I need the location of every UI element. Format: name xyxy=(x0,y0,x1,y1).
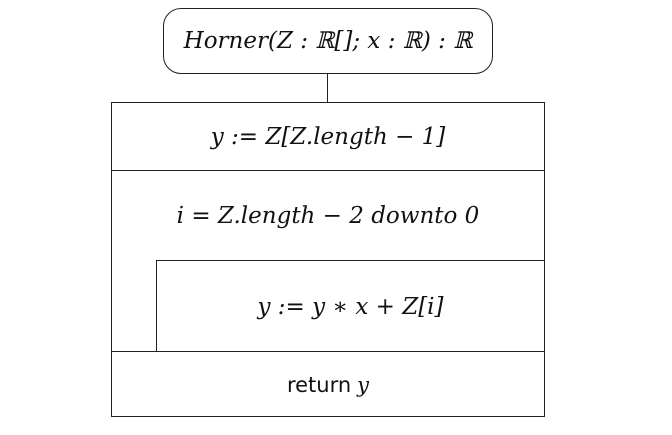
function-name: Horner xyxy=(183,28,268,54)
function-header: Horner(Z : ℝ[]; x : ℝ) : ℝ xyxy=(163,8,493,74)
structogram: y := Z[Z.length − 1] i = Z.length − 2 do… xyxy=(111,102,545,417)
loop-body-statement: y := y ∗ x + Z[i] xyxy=(257,293,444,320)
init-assignment: y := Z[Z.length − 1] xyxy=(210,123,446,150)
loop-header-block: i = Z.length − 2 downto 0 xyxy=(112,171,544,261)
connector-line xyxy=(327,74,328,103)
loop-body-block: y := y ∗ x + Z[i] xyxy=(156,260,544,352)
return-value: y xyxy=(357,372,370,397)
init-assignment-block: y := Z[Z.length − 1] xyxy=(112,103,544,171)
return-keyword: return xyxy=(286,372,352,397)
function-signature: (Z : ℝ[]; x : ℝ) : ℝ xyxy=(267,28,473,54)
loop-condition: i = Z.length − 2 downto 0 xyxy=(176,203,480,229)
